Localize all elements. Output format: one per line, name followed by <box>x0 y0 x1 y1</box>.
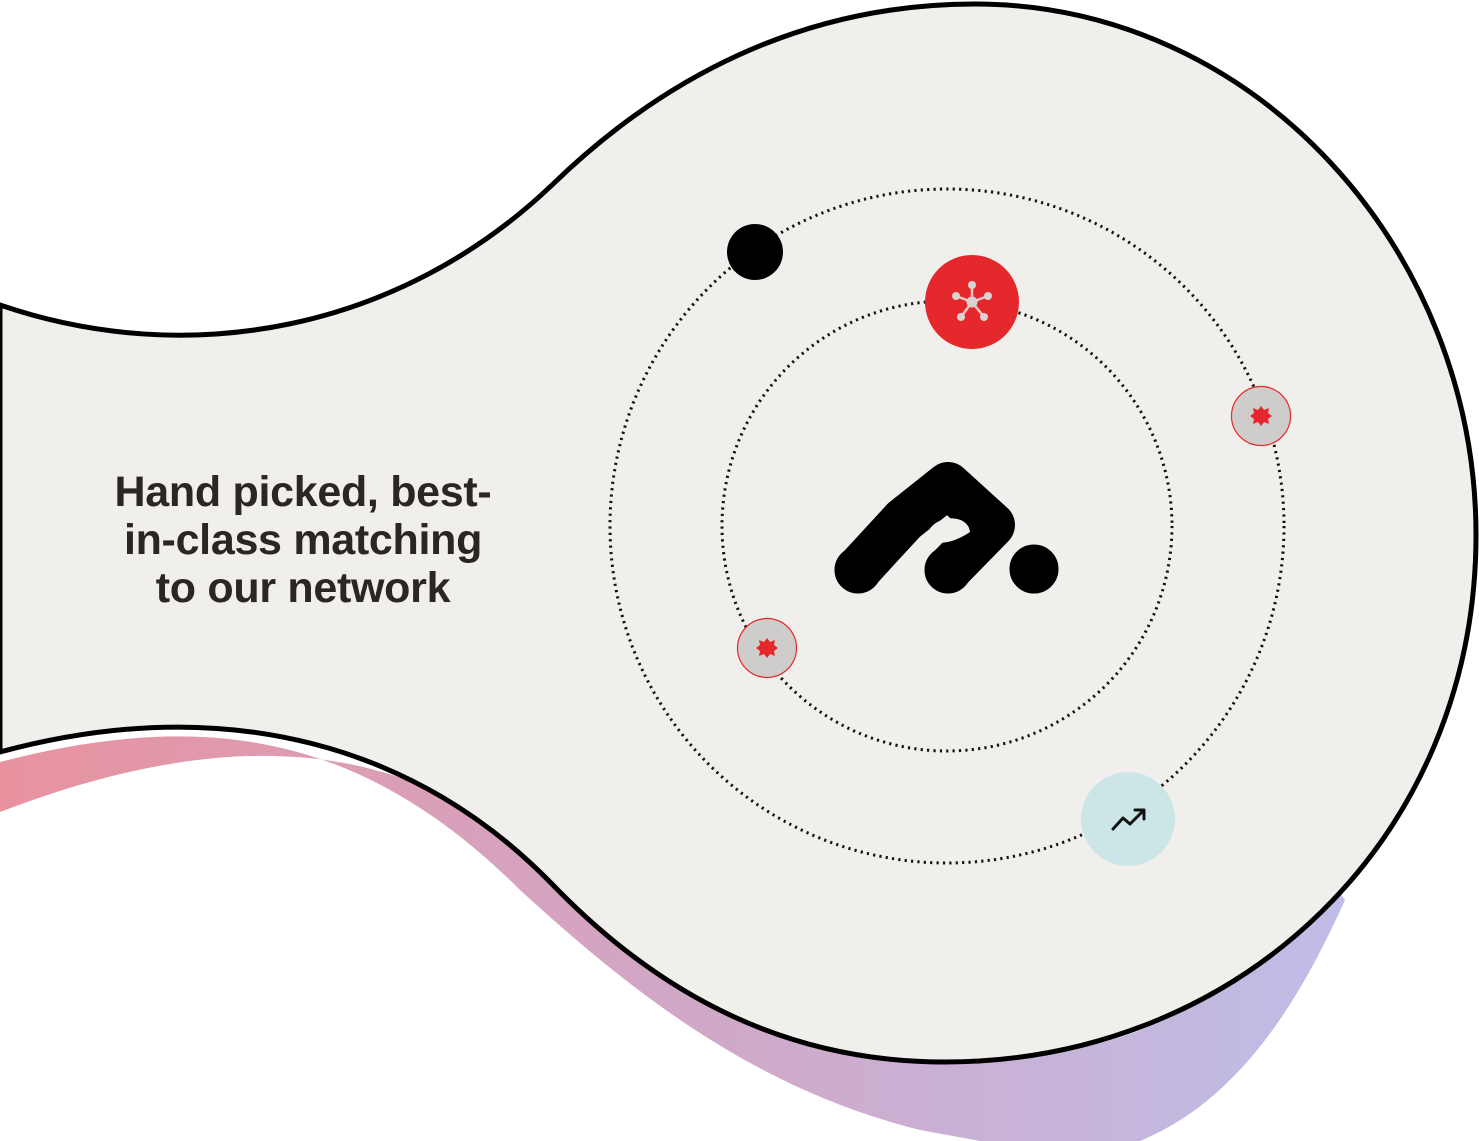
headline-line-2: in-class matching <box>123 516 483 564</box>
network-logo-icon <box>834 462 1059 594</box>
hub-network-icon <box>925 255 1019 349</box>
outer-orbit <box>608 187 1286 865</box>
badge-star-icon <box>1230 385 1292 447</box>
inner-orbit <box>720 299 1174 753</box>
trending-up-icon <box>1081 772 1175 866</box>
headline: Hand picked, best- in-class matching to … <box>60 468 546 612</box>
badge-star-icon <box>736 617 798 679</box>
headline-line-1: Hand picked, best- <box>114 468 492 516</box>
logo-inner-cutout <box>926 518 970 543</box>
headline-line-3: to our network <box>155 564 451 612</box>
solid-dot-icon <box>727 224 783 280</box>
